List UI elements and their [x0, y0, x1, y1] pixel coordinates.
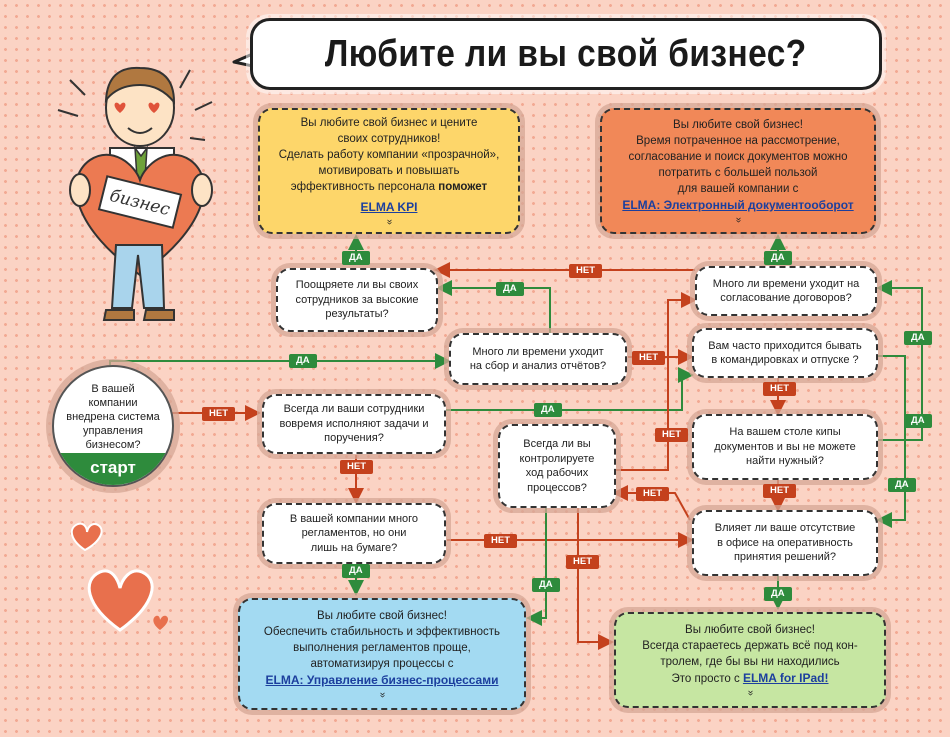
businessman-illustration: бизнес — [57, 66, 213, 321]
elma-ipad-link[interactable]: ELMA for IPad! — [742, 671, 829, 685]
label-yes: ДА — [342, 251, 370, 265]
decor-hearts — [70, 522, 168, 632]
elma-ecm-link[interactable]: ELMA: Электронный документооборот — [622, 198, 854, 212]
chevron-down-icon: » — [745, 690, 756, 696]
label-yes: ДА — [764, 587, 792, 601]
label-no: НЕТ — [484, 534, 517, 548]
label-yes: ДА — [534, 403, 562, 417]
label-no: НЕТ — [632, 351, 665, 365]
result-bpm: Вы любите свой бизнес!Обеспечить стабиль… — [238, 598, 526, 710]
elma-kpi-link[interactable]: ELMA KPI — [360, 200, 418, 214]
chevron-down-icon: » — [377, 692, 388, 698]
label-no: НЕТ — [340, 460, 373, 474]
label-no: НЕТ — [763, 484, 796, 498]
chevron-down-icon: » — [733, 217, 744, 223]
label-yes: ДА — [764, 251, 792, 265]
result-ipad: Вы любите свой бизнес!Всегда стараетесь … — [614, 612, 886, 708]
label-no: НЕТ — [569, 264, 602, 278]
label-no: НЕТ — [763, 382, 796, 396]
page-title: Любите ли вы свой бизнес? — [325, 32, 807, 75]
label-no: НЕТ — [636, 487, 669, 501]
label-yes: ДА — [904, 331, 932, 345]
label-no: НЕТ — [655, 428, 688, 442]
label-yes: ДА — [904, 414, 932, 428]
label-yes: ДА — [289, 354, 317, 368]
start-button[interactable]: старт — [54, 453, 172, 485]
title-bubble: Любите ли вы свой бизнес? — [250, 18, 882, 90]
chevron-down-icon: » — [384, 219, 395, 225]
label-yes: ДА — [888, 478, 916, 492]
label-yes: ДА — [496, 282, 524, 296]
label-no: НЕТ — [566, 555, 599, 569]
result-ecm: Вы любите свой бизнес!Время потраченное … — [600, 108, 876, 234]
label-yes: ДА — [532, 578, 560, 592]
label-no: НЕТ — [202, 407, 235, 421]
elma-bpm-link[interactable]: ELMA: Управление бизнес-процессами — [265, 673, 499, 687]
label-yes: ДА — [342, 564, 370, 578]
